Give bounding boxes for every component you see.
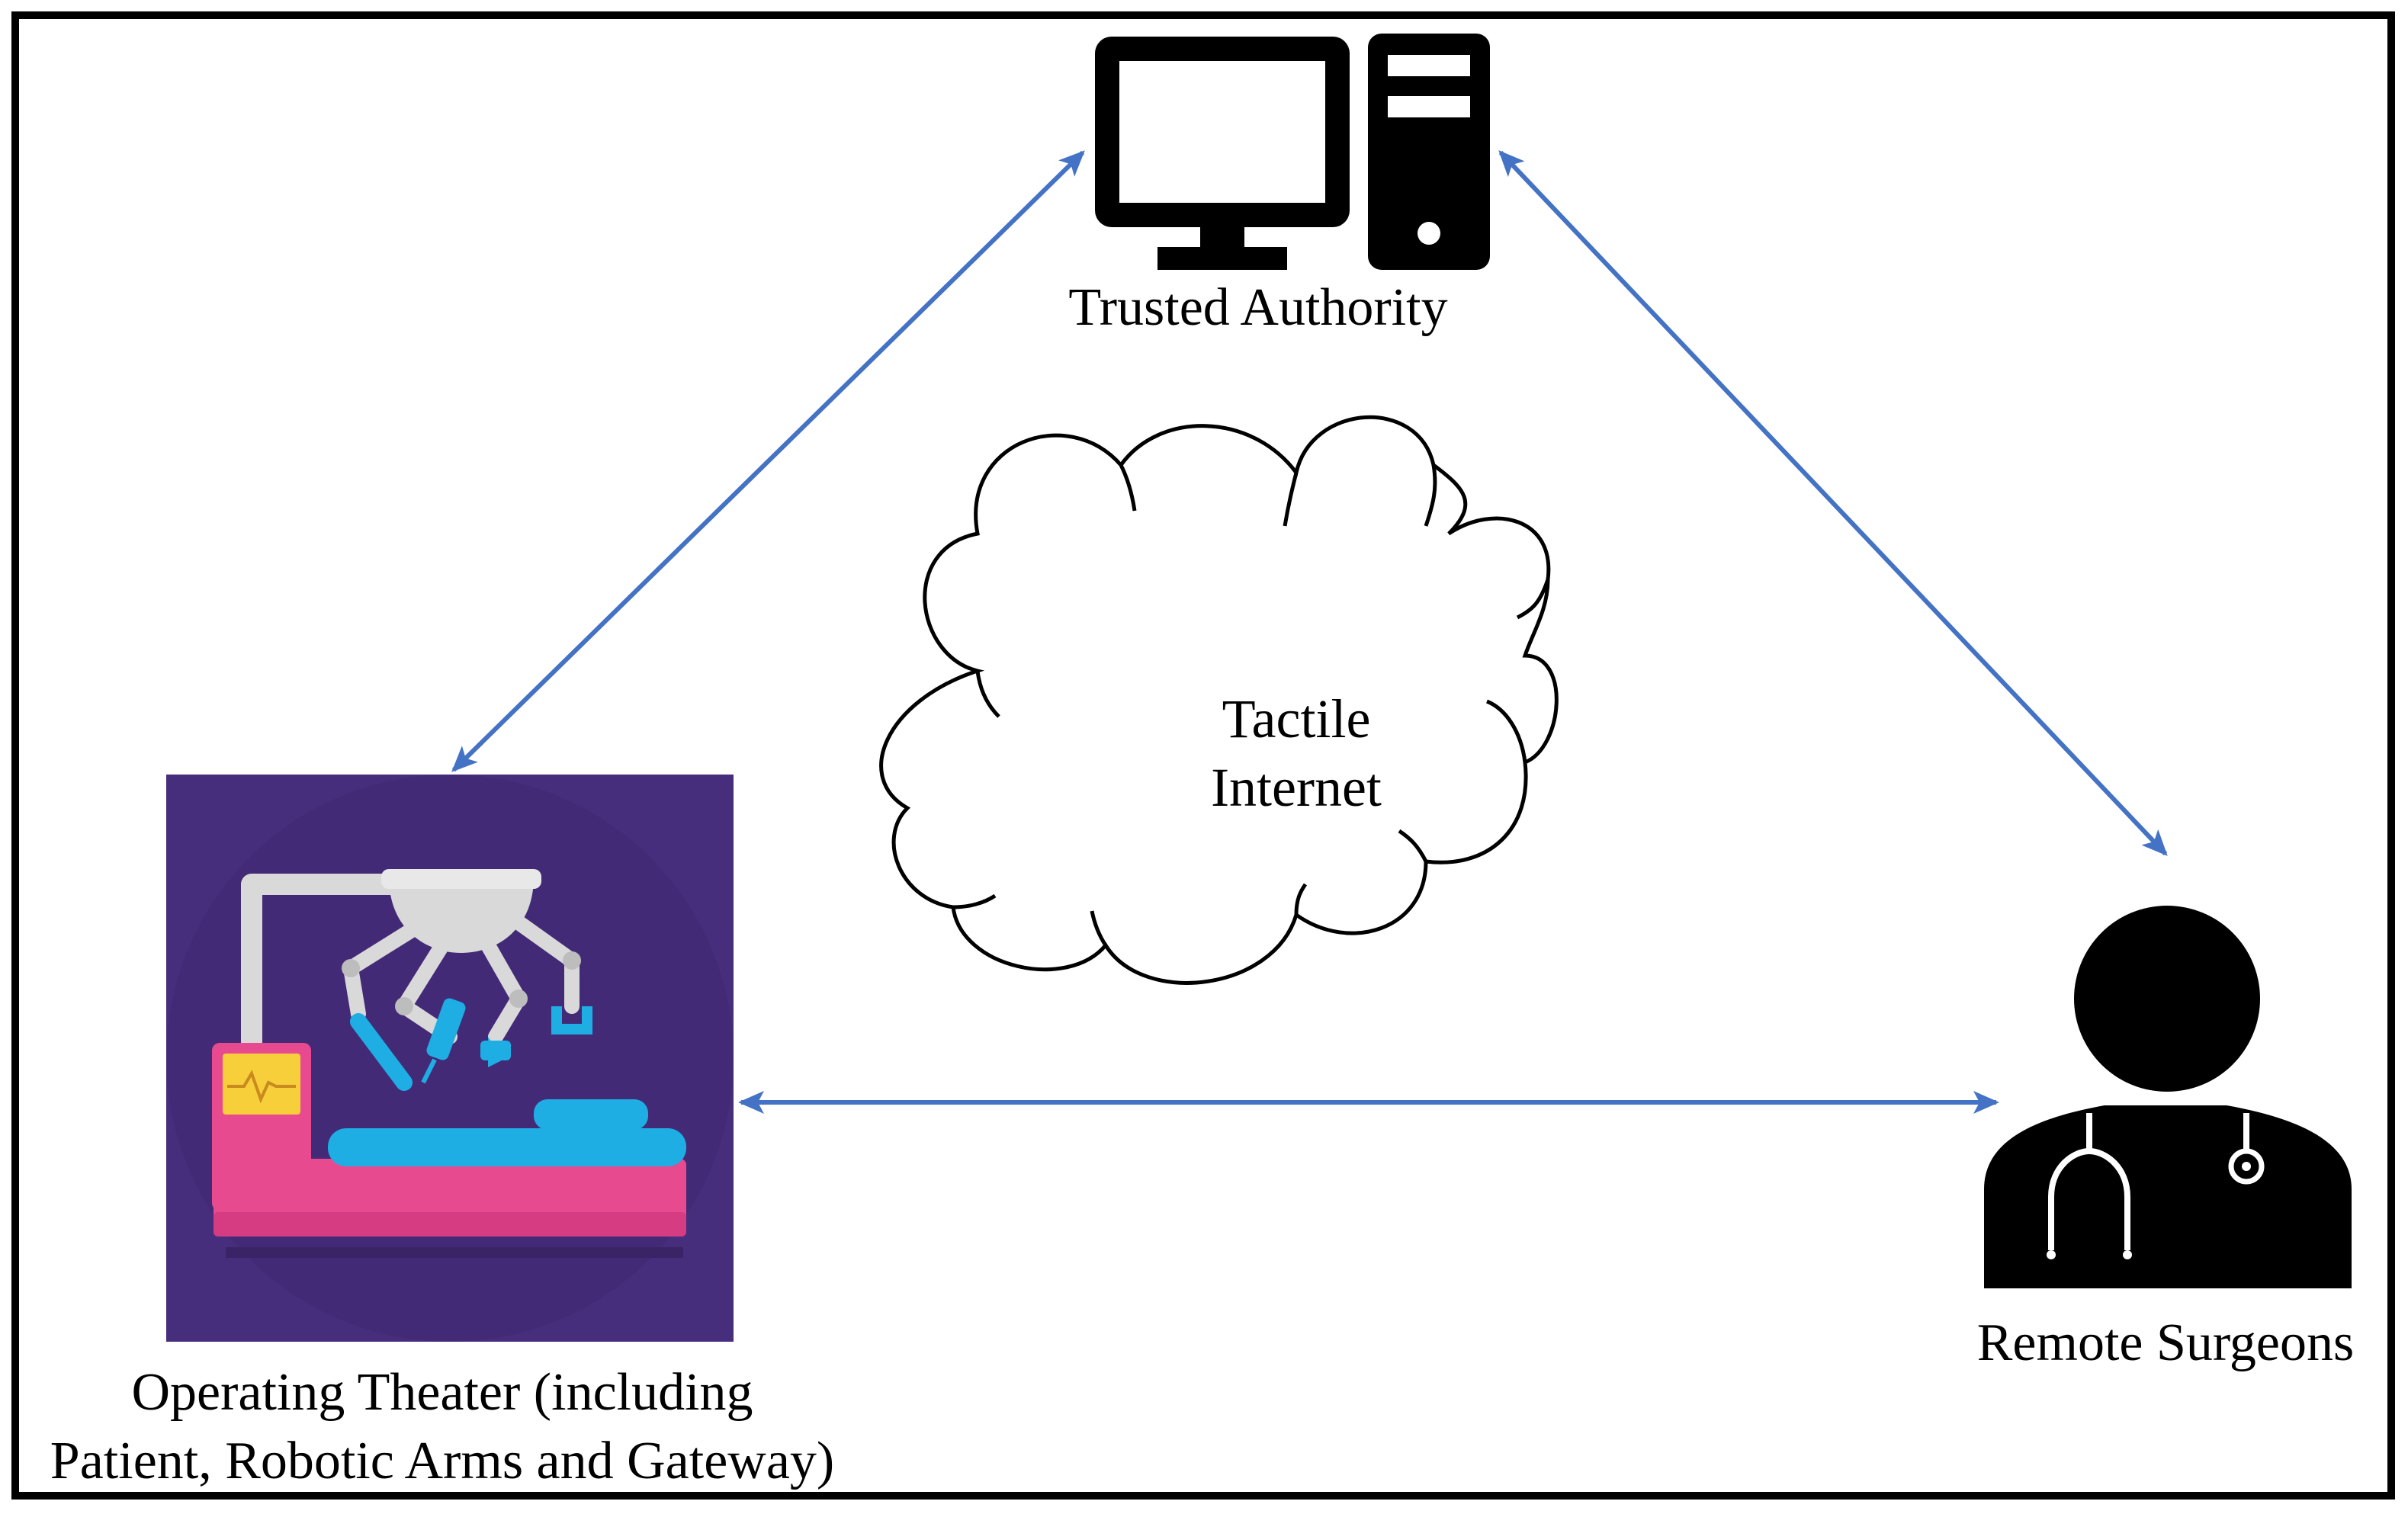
robotic-surgery-icon	[166, 775, 734, 1342]
arrow-trusted-authority-to-remote-surgeons	[1498, 150, 2168, 856]
remote-surgeons-label: Remote Surgeons	[1976, 1314, 2355, 1372]
operating-theater-line2: Patient, Robotic Arms and Gateway)	[50, 1432, 835, 1490]
surgeon-icon	[1984, 906, 2352, 1288]
operating-theater-label: Operating Theater (including Patient, Ro…	[15, 1358, 869, 1496]
desktop-computer-icon	[1095, 34, 1490, 270]
operating-theater-line1: Operating Theater (including	[131, 1363, 753, 1422]
arrow-operating-theater-to-trusted-authority	[451, 150, 1085, 772]
diagram-border	[11, 11, 2395, 1500]
tactile-internet-line2: Internet	[1211, 757, 1382, 818]
tactile-internet-label: Tactile Internet	[1106, 685, 1487, 822]
cloud-icon	[879, 415, 1559, 985]
trusted-authority-label: Trusted Authority	[1068, 278, 1448, 337]
tactile-internet-line1: Tactile	[1222, 688, 1371, 749]
